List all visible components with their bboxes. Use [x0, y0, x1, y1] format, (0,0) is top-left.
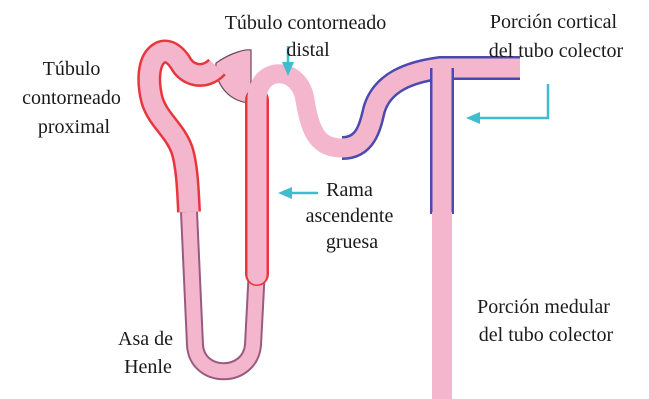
label-medular-line-2: del tubo colector	[479, 324, 614, 346]
arrow-cortical	[466, 84, 550, 124]
label-proximal-line-2: contorneado	[22, 87, 121, 109]
label-proximal-line-3: proximal	[38, 116, 111, 138]
label-cortical: Porción cortical del tubo colector	[489, 11, 624, 62]
label-medular-line-1: Porción medular	[477, 296, 610, 318]
label-distal-line-2: distal	[286, 39, 330, 61]
label-ascendente: Rama ascendente gruesa	[306, 179, 399, 253]
label-cortical-line-1: Porción cortical	[490, 11, 618, 33]
label-medular: Porción medular del tubo colector	[477, 296, 615, 346]
label-distal-line-1: Túbulo contorneado	[225, 12, 387, 34]
arrow-distal	[282, 46, 294, 76]
label-henle: Asa de Henle	[118, 328, 178, 378]
label-proximal-line-1: Túbulo	[43, 58, 101, 80]
label-henle-line-1: Asa de	[118, 328, 173, 350]
collecting-duct-medullary	[432, 212, 452, 399]
label-distal: Túbulo contorneado distal	[225, 12, 392, 61]
label-proximal: Túbulo contorneado proximal	[22, 58, 126, 138]
label-cortical-line-2: del tubo colector	[489, 40, 624, 62]
label-henle-line-2: Henle	[124, 356, 172, 378]
label-ascendente-line-2: ascendente	[306, 205, 394, 227]
arrow-ascendente	[278, 187, 318, 199]
label-ascendente-line-1: Rama	[326, 179, 373, 201]
label-ascendente-line-3: gruesa	[326, 231, 378, 253]
